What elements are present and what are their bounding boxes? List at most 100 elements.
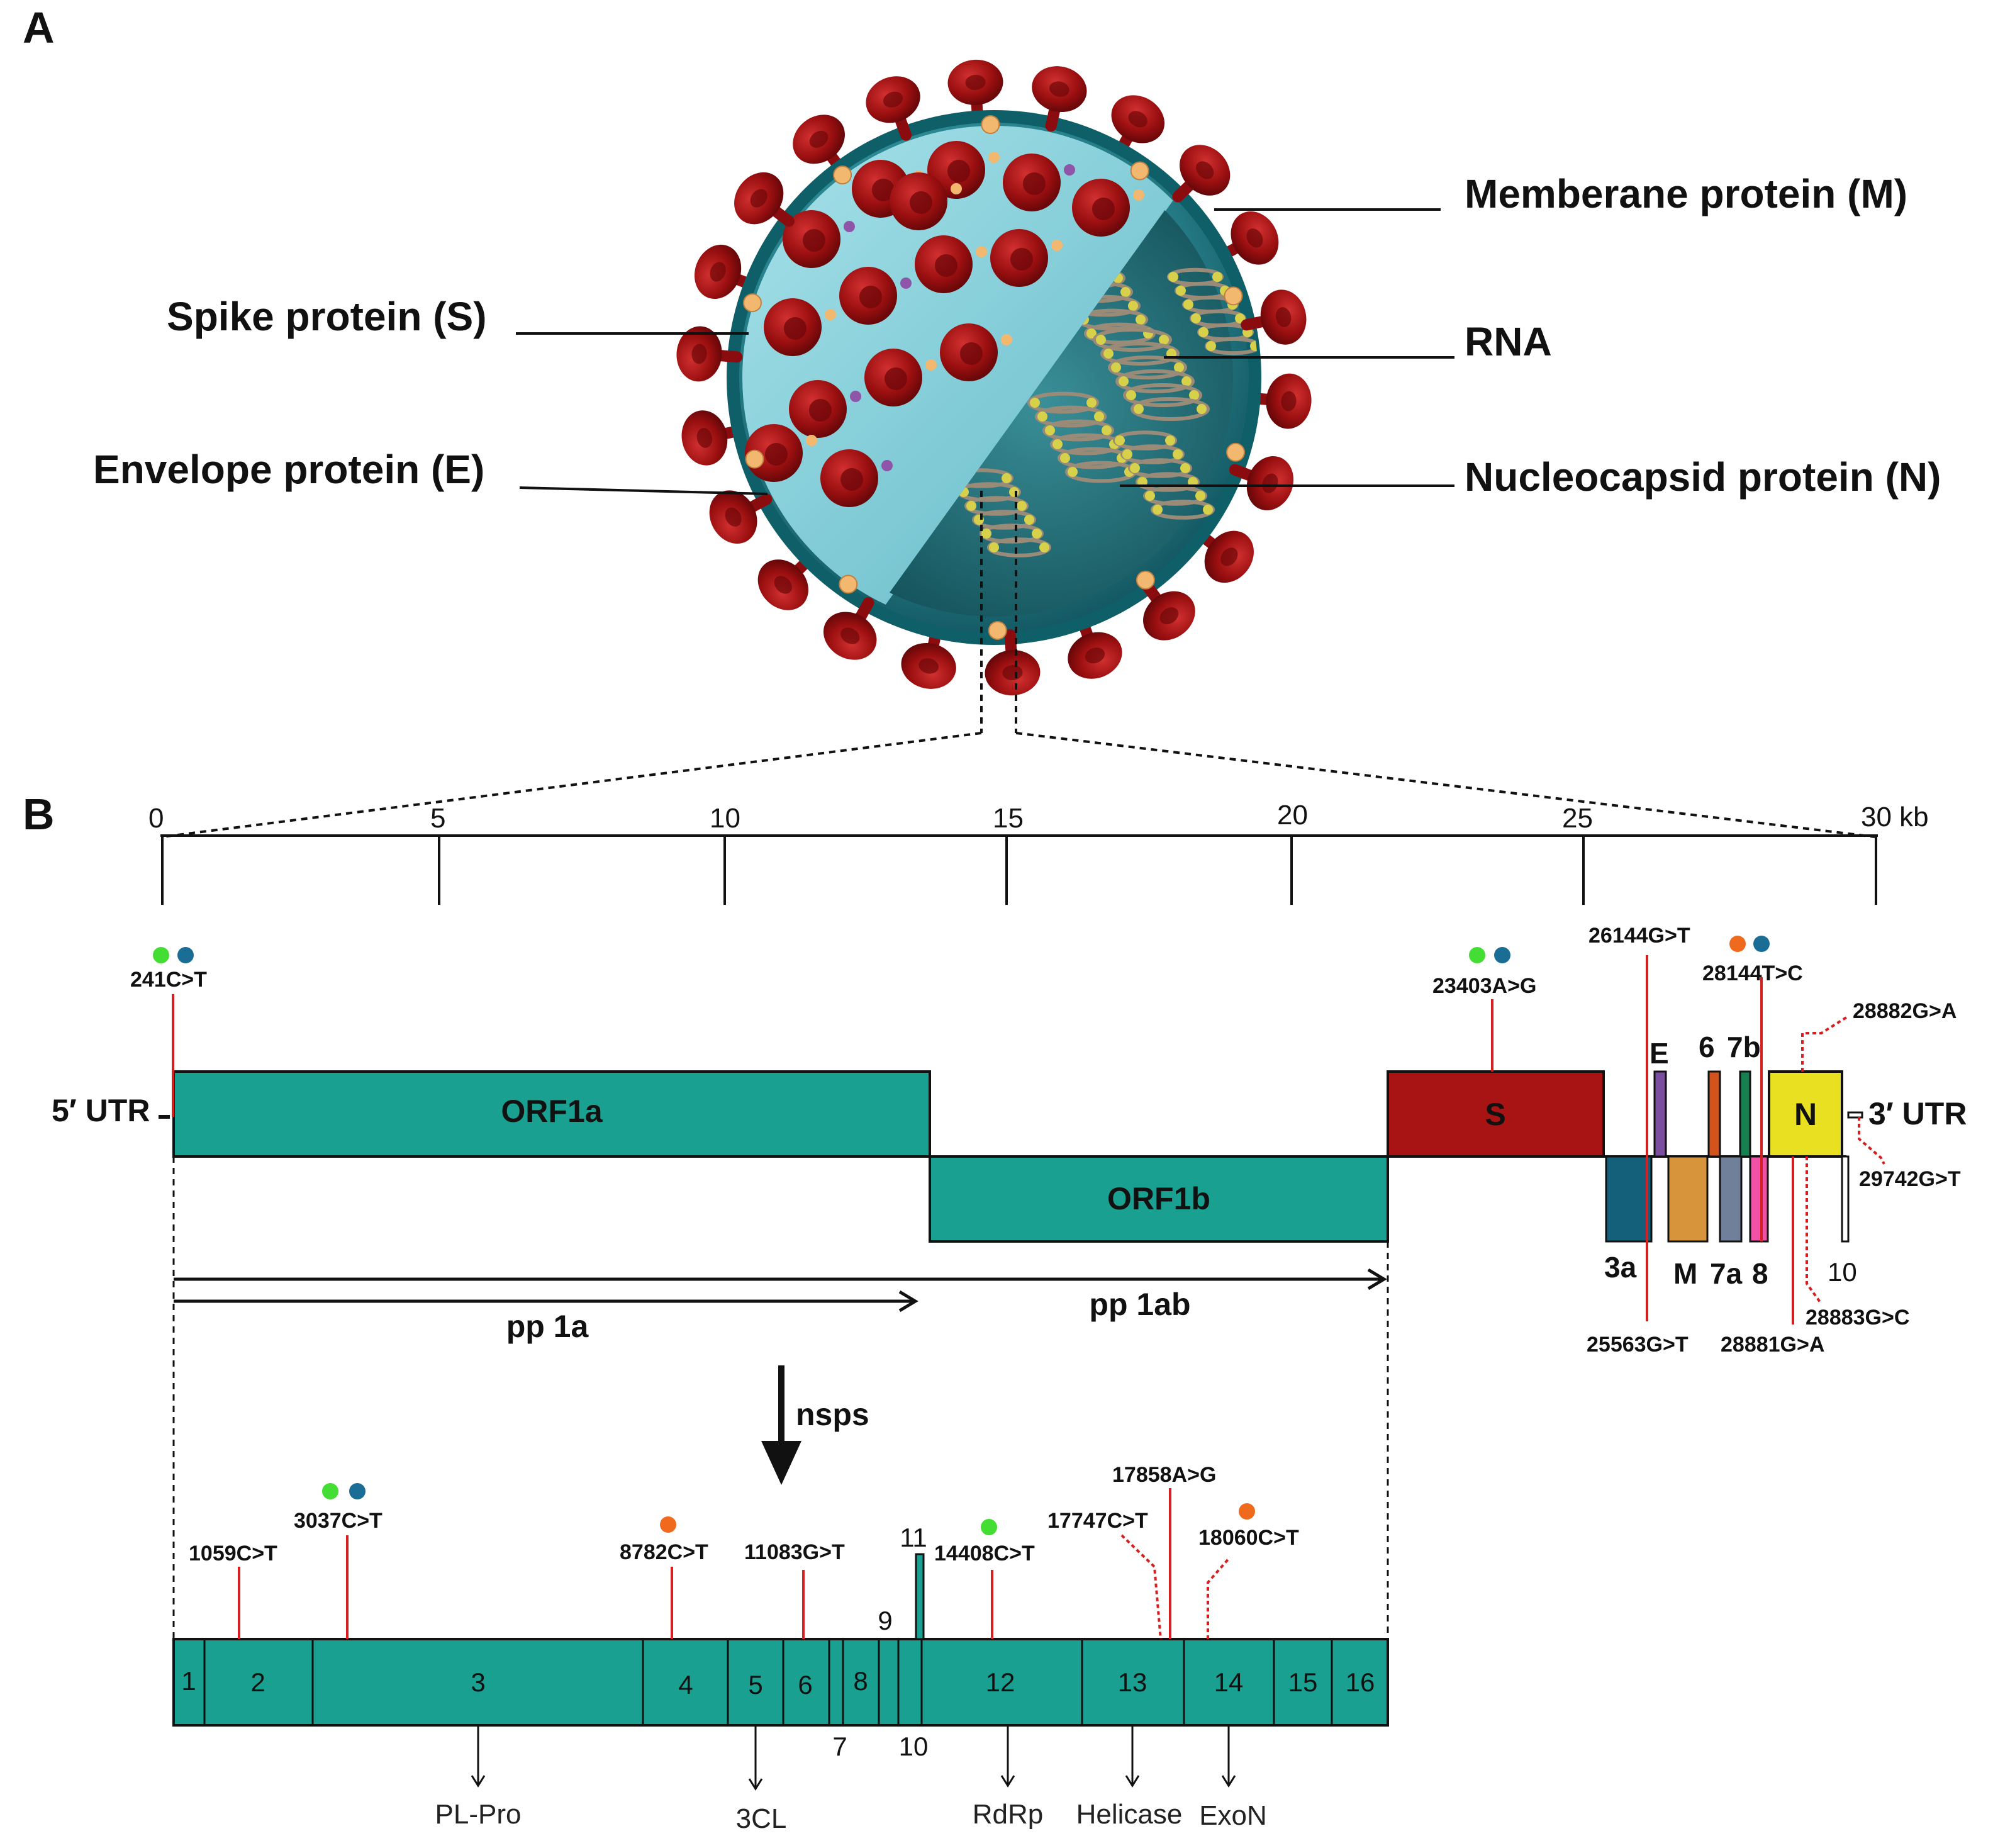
orf1a-box (172, 1070, 931, 1158)
n-gene-box (1768, 1070, 1843, 1158)
enzyme-label: RdRp (973, 1799, 1044, 1830)
membrane-protein (833, 165, 852, 185)
membrane-protein (1224, 286, 1243, 306)
mutation-label: 14408C>T (934, 1542, 1035, 1565)
pp1ab-label: pp 1ab (1089, 1287, 1190, 1322)
nsp-label: 1 (181, 1666, 196, 1696)
envelope-leader-line (519, 486, 768, 495)
spike-protein (940, 323, 998, 381)
nsp-label: 6 (798, 1670, 812, 1700)
nsp-label: 7 (832, 1732, 847, 1761)
nsp-label: 9 (878, 1606, 892, 1635)
rim-spikes (676, 66, 1307, 696)
panel-b-letter: B (23, 790, 55, 839)
nsp-label: 16 (1346, 1667, 1375, 1697)
mutation-label: 11083G>T (744, 1540, 845, 1564)
orf10-box (1841, 1155, 1850, 1243)
membrane-protein (745, 449, 764, 469)
spike-protein (734, 172, 795, 227)
enzyme-label: Helicase (1076, 1799, 1183, 1830)
nsp-label: 8 (853, 1666, 868, 1696)
spike-protein (789, 380, 847, 438)
spike-protein (990, 229, 1048, 287)
spike-protein (864, 349, 922, 406)
rna-label: RNA (1465, 319, 1552, 364)
utr3-label: 3′ UTR (1868, 1096, 1967, 1131)
envelope-protein-label: Envelope protein (E) (93, 447, 484, 492)
spike-protein (890, 172, 947, 230)
scale-tick-label: 5 (430, 803, 445, 834)
orf8-label: 8 (1752, 1257, 1768, 1290)
mutation-label: 8782C>T (620, 1540, 708, 1564)
e-gene-label: E (1650, 1037, 1669, 1070)
mutation-label: 18060C>T (1198, 1526, 1299, 1550)
nsp-label: 5 (748, 1670, 762, 1700)
orf1b-label: ORF1b (1107, 1181, 1210, 1216)
spike-protein (1141, 580, 1195, 641)
utr3-box (1847, 1111, 1863, 1119)
orf1a-label: ORF1a (501, 1094, 603, 1129)
spike-protein (764, 298, 822, 356)
spike-protein (745, 424, 803, 482)
nsp-label: 10 (899, 1732, 929, 1761)
virion-callouts: Spike protein (S) Envelope protein (E) M… (93, 171, 1941, 500)
nsp-label: 12 (986, 1667, 1015, 1697)
surface-spikes (745, 141, 1144, 507)
mutation-label: 241C>T (130, 968, 207, 992)
orf3a-box (1605, 1155, 1653, 1243)
mutation-label: 1059C>T (189, 1542, 277, 1565)
spike-protein (915, 235, 973, 293)
spike-protein (820, 449, 878, 507)
nsp-label: 14 (1214, 1667, 1244, 1697)
genome-scale-bar: 0 5 10 15 20 25 30 kb (148, 800, 1929, 905)
rna-coil (1027, 391, 1137, 483)
membrane-protein (1136, 570, 1155, 590)
spike-protein (783, 210, 840, 268)
spike-protein (1072, 179, 1130, 237)
scale-tick-label: 10 (710, 803, 740, 834)
mutation-label: 28144T>C (1702, 961, 1803, 985)
nsp-label: 13 (1118, 1667, 1147, 1697)
nsp-label: 15 (1288, 1667, 1318, 1697)
mutation-label: 26144G>T (1588, 924, 1690, 948)
orf3a-label: 3a (1604, 1251, 1637, 1284)
mutation-label: 28881G>A (1721, 1333, 1824, 1357)
orf1b-box (929, 1155, 1389, 1243)
mutation-label: 3037C>T (294, 1509, 382, 1533)
membrane-protein (988, 620, 1007, 640)
nucleocapsid-protein-label: Nucleocapsid protein (N) (1465, 454, 1941, 500)
nsp-label: 3 (471, 1667, 485, 1697)
mutation-label: 28882G>A (1853, 999, 1957, 1023)
orf7a-box (1719, 1155, 1743, 1243)
spike-protein (839, 267, 897, 325)
scale-tick-label: 20 (1277, 800, 1308, 831)
membrane-protein (839, 574, 858, 594)
polyprotein-arrows: pp 1a pp 1ab (174, 1268, 1387, 1344)
orf7a-label: 7a (1710, 1257, 1743, 1290)
spike-protein-label: Spike protein (S) (167, 294, 487, 339)
spike-proteins (681, 59, 1312, 689)
membrane-protein-label: Memberane protein (M) (1465, 171, 1907, 216)
mutation-label: 17858A>G (1112, 1463, 1216, 1487)
nsp-label: 2 (250, 1667, 265, 1697)
orf7b-label: 7b (1727, 1031, 1761, 1063)
enzyme-pointers (471, 1725, 1236, 1791)
nsp11-box (915, 1553, 925, 1640)
utr5-label: 5′ UTR (52, 1093, 150, 1128)
pp1a-label: pp 1a (506, 1309, 589, 1344)
rna-coil (1093, 328, 1210, 421)
s-gene-box (1387, 1070, 1605, 1158)
scale-tick-label: 25 (1562, 803, 1593, 834)
mutation-label: 25563G>T (1587, 1333, 1689, 1357)
mutation-label: 17747C>T (1047, 1509, 1148, 1533)
scale-tick-label: 30 kb (1861, 802, 1929, 832)
orf10-label: 10 (1828, 1257, 1857, 1287)
virion-illustration (676, 59, 1312, 696)
membrane-protein (742, 293, 762, 313)
genome-map: 5′ UTR ORF1a ORF1b S N 3′ UTR E 6 7b 3a … (52, 1031, 1967, 1290)
spike-protein (866, 76, 920, 141)
enzyme-label: 3CL (736, 1803, 787, 1834)
membrane-protein (981, 115, 1000, 135)
nsp-label: 11 (900, 1523, 927, 1552)
